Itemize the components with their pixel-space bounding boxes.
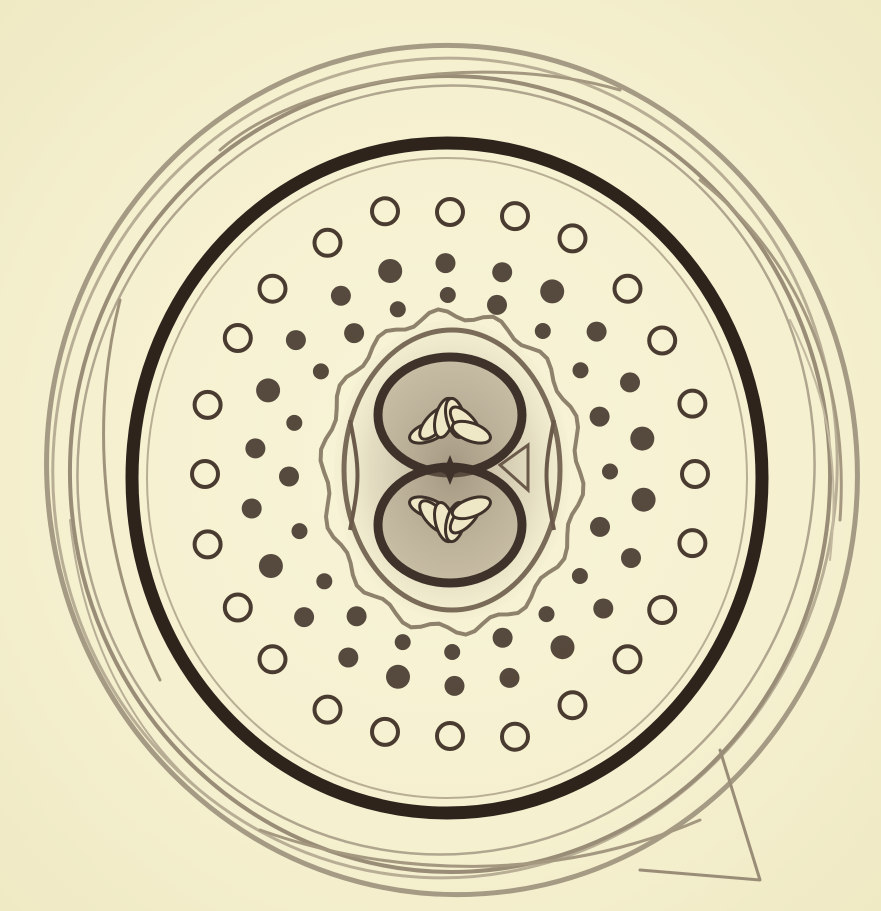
open-cell (225, 595, 251, 621)
dark-cell (539, 606, 555, 622)
dark-cell (500, 668, 520, 688)
dark-cell (630, 427, 654, 451)
dark-cell (445, 676, 465, 696)
open-cell (649, 328, 675, 354)
open-cell (372, 719, 398, 745)
dark-cell (395, 634, 411, 650)
dark-cell (587, 322, 607, 342)
open-cell (679, 530, 705, 556)
open-cell (195, 392, 221, 418)
dark-cell (535, 323, 551, 339)
dark-cell (245, 438, 265, 458)
dark-cell (593, 599, 613, 619)
open-cell (649, 597, 675, 623)
dark-cell (338, 648, 358, 668)
open-cell (192, 461, 218, 487)
dark-cell (347, 606, 367, 626)
dark-cell (344, 323, 364, 343)
dark-cell (286, 330, 306, 350)
dark-cell (436, 253, 456, 273)
open-cell (437, 723, 463, 749)
open-cell (615, 646, 641, 672)
dark-cell (573, 362, 589, 378)
dark-cell (292, 523, 308, 539)
dark-cell (386, 665, 410, 689)
dark-cell (492, 262, 512, 282)
dark-cell (313, 363, 329, 379)
dark-cell (621, 548, 641, 568)
open-cell (195, 531, 221, 557)
open-cell (560, 225, 586, 251)
dark-cell (620, 372, 640, 392)
open-cell (560, 692, 586, 718)
central-lobes (334, 320, 570, 620)
open-cell (315, 697, 341, 723)
dark-cell (256, 378, 280, 402)
dark-cell (440, 287, 456, 303)
open-cell (682, 461, 708, 487)
dark-cell (390, 301, 406, 317)
dark-cell (487, 295, 507, 315)
dark-cell (551, 635, 575, 659)
open-cell (260, 276, 286, 302)
open-cell (225, 325, 251, 351)
dark-cell (378, 259, 402, 283)
dark-cell (632, 488, 656, 512)
open-cell (502, 203, 528, 229)
dark-cell (279, 467, 299, 487)
open-cell (679, 391, 705, 417)
dark-cell (493, 628, 513, 648)
open-cell (437, 199, 463, 225)
open-cell (615, 276, 641, 302)
open-cell (372, 198, 398, 224)
dark-cell (294, 607, 314, 627)
dark-cell (331, 286, 351, 306)
open-cell (315, 230, 341, 256)
dark-cell (444, 644, 460, 660)
dark-cell (242, 499, 262, 519)
dark-cell (316, 573, 332, 589)
open-cell (502, 724, 528, 750)
dark-cell (259, 554, 283, 578)
dark-cell (286, 415, 302, 431)
dark-cell (590, 407, 610, 427)
dark-cell (590, 517, 610, 537)
open-cell (260, 646, 286, 672)
dark-cell (572, 568, 588, 584)
dark-cell (540, 279, 564, 303)
dark-cell (602, 464, 618, 480)
